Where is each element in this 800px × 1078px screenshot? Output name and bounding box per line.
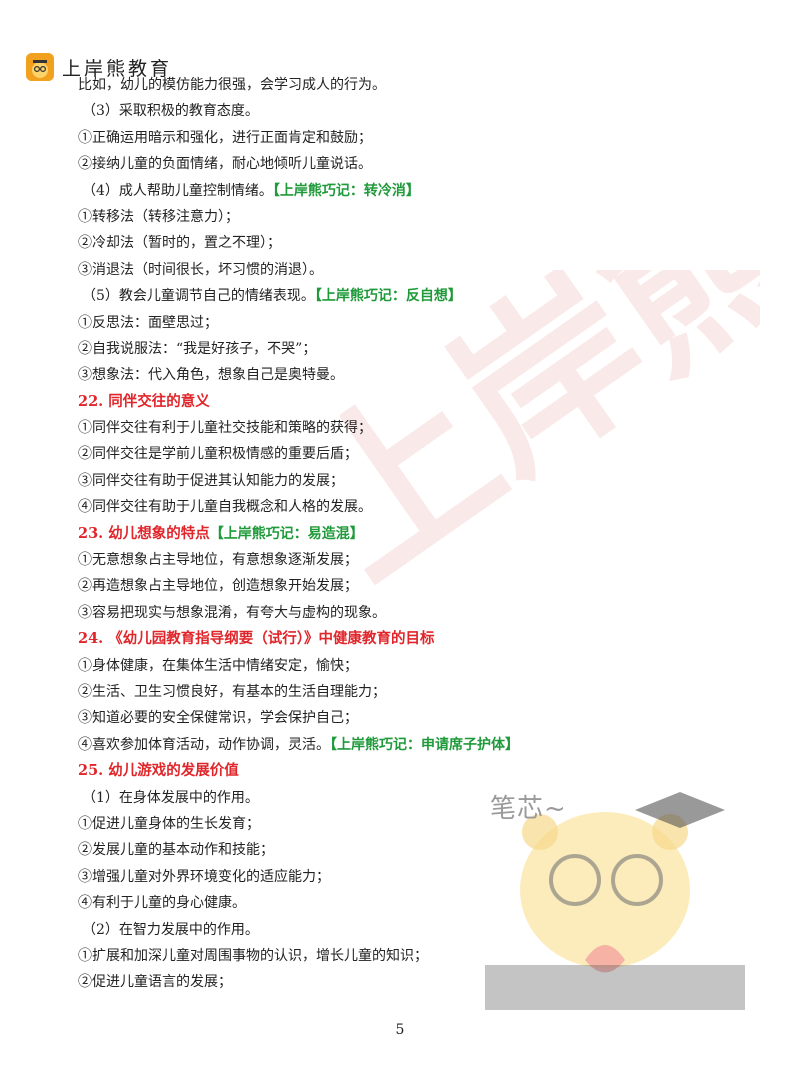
heading-text: 25. 幼儿游戏的发展价值	[78, 762, 239, 780]
line-text: ③消退法（时间很长，坏习惯的消退）。	[78, 261, 323, 278]
heading-text: 23. 幼儿想象的特点	[78, 524, 210, 542]
text-line: ②自我说服法：“我是好孩子，不哭”；	[78, 336, 738, 362]
text-line: ②促进儿童语言的发展；	[78, 969, 738, 995]
line-text: ②同伴交往是学前儿童积极情感的重要后盾；	[78, 446, 358, 463]
line-text: ②接纳儿童的负面情绪，耐心地倾听儿童说话。	[78, 156, 372, 173]
text-line: （4）成人帮助儿童控制情绪。【上岸熊巧记：转冷消】	[78, 178, 738, 204]
text-line: （5）教会儿童调节自己的情绪表现。【上岸熊巧记：反自想】	[78, 283, 738, 309]
text-line: ①正确运用暗示和强化，进行正面肯定和鼓励；	[78, 125, 738, 151]
line-text: ③容易把现实与想象混淆，有夸大与虚构的现象。	[78, 604, 386, 621]
text-line: ②生活、卫生习惯良好，有基本的生活自理能力；	[78, 679, 738, 705]
line-text: （1）在身体发展中的作用。	[82, 789, 259, 806]
text-line: ②同伴交往是学前儿童积极情感的重要后盾；	[78, 441, 738, 467]
line-text: ④有利于儿童的身心健康。	[78, 895, 246, 912]
heading-text: 24. 《幼儿园教育指导纲要（试行）》中健康教育的目标	[78, 630, 435, 648]
text-line: （1）在身体发展中的作用。	[78, 785, 738, 811]
document-body: 比如，幼儿的模仿能力很强，会学习成人的行为。 （3）采取积极的教育态度。 ①正确运用…	[78, 72, 738, 996]
text-line: ①反思法：面壁思过；	[78, 310, 738, 336]
text-line: ④有利于儿童的身心健康。	[78, 890, 738, 916]
text-line: ①转移法（转移注意力）；	[78, 204, 738, 230]
bear-logo-icon	[26, 53, 54, 81]
section-heading: 24. 《幼儿园教育指导纲要（试行）》中健康教育的目标	[78, 626, 738, 652]
text-line: ③容易把现实与想象混淆，有夸大与虚构的现象。	[78, 600, 738, 626]
line-text: ①无意想象占主导地位，有意想象逐渐发展；	[78, 552, 358, 569]
text-line: ③增强儿童对外界环境变化的适应能力；	[78, 864, 738, 890]
line-text: ②促进儿童语言的发展；	[78, 974, 232, 991]
line-text: ①身体健康，在集体生活中情绪安定，愉快；	[78, 657, 358, 674]
text-line: ④喜欢参加体育活动，动作协调，灵活。【上岸熊巧记：申请席子护体】	[78, 732, 738, 758]
text-line: ③同伴交往有助于促进其认知能力的发展；	[78, 468, 738, 494]
text-line: ③知道必要的安全保健常识，学会保护自己；	[78, 705, 738, 731]
brand-name: 上岸熊教育	[62, 57, 173, 80]
text-line: ②再造想象占主导地位，创造想象开始发展；	[78, 573, 738, 599]
line-text: （4）成人帮助儿童控制情绪。	[82, 182, 273, 199]
line-text: ①正确运用暗示和强化，进行正面肯定和鼓励；	[78, 129, 372, 146]
mascot-caption: 笔芯~	[490, 794, 567, 824]
heading-text: 22. 同伴交往的意义	[78, 392, 210, 410]
line-text: ①促进儿童身体的生长发育；	[78, 815, 260, 832]
text-line: ③消退法（时间很长，坏习惯的消退）。	[78, 257, 738, 283]
memory-tip: 【上岸熊巧记：转冷消】	[272, 182, 420, 199]
line-text: ②生活、卫生习惯良好，有基本的生活自理能力；	[78, 683, 386, 700]
section-heading: 23. 幼儿想象的特点【上岸熊巧记：易造混】	[78, 521, 738, 547]
text-line: ④同伴交往有助于儿童自我概念和人格的发展。	[78, 494, 738, 520]
section-heading: 25. 幼儿游戏的发展价值	[78, 758, 738, 784]
text-line: 比如，幼儿的模仿能力很强，会学习成人的行为。	[78, 72, 738, 98]
line-text: ④同伴交往有助于儿童自我概念和人格的发展。	[78, 499, 372, 516]
line-text: ①同伴交往有利于儿童社交技能和策略的获得；	[78, 420, 372, 437]
bear-mascot-icon	[485, 792, 745, 1010]
line-text: ③同伴交往有助于促进其认知能力的发展；	[78, 472, 344, 489]
line-text: （2）在智力发展中的作用。	[82, 921, 259, 938]
brand-logo: 上岸熊教育	[26, 52, 172, 82]
memory-tip: 【上岸熊巧记：易造混】	[209, 525, 364, 542]
memory-tip: 【上岸熊巧记：申请席子护体】	[330, 736, 519, 753]
text-line: ①促进儿童身体的生长发育；	[78, 811, 738, 837]
line-text: 比如，幼儿的模仿能力很强，会学习成人的行为。	[78, 77, 386, 93]
text-line: ①同伴交往有利于儿童社交技能和策略的获得；	[78, 415, 738, 441]
line-text: ③想象法：代入角色，想象自己是奥特曼。	[78, 367, 344, 384]
line-text: （3）采取积极的教育态度。	[82, 103, 259, 120]
text-line: ①身体健康，在集体生活中情绪安定，愉快；	[78, 653, 738, 679]
text-line: ②发展儿童的基本动作和技能；	[78, 837, 738, 863]
text-line: ①无意想象占主导地位，有意想象逐渐发展；	[78, 547, 738, 573]
text-line: （3）采取积极的教育态度。	[78, 98, 738, 124]
text-line: ③想象法：代入角色，想象自己是奥特曼。	[78, 362, 738, 388]
line-text: ②冷却法（暂时的，置之不理）；	[78, 235, 281, 252]
line-text: （5）教会儿童调节自己的情绪表现。	[82, 288, 315, 305]
line-text: ②自我说服法：“我是好孩子，不哭”；	[78, 340, 317, 357]
text-line: ②冷却法（暂时的，置之不理）；	[78, 230, 738, 256]
line-text: ③增强儿童对外界环境变化的适应能力；	[78, 868, 330, 885]
line-text: ①转移法（转移注意力）；	[78, 208, 239, 225]
line-text: ①扩展和加深儿童对周围事物的认识，增长儿童的知识；	[78, 947, 428, 964]
section-heading: 22. 同伴交往的意义	[78, 389, 738, 415]
page-number: 5	[395, 1022, 405, 1038]
line-text: ③知道必要的安全保健常识，学会保护自己；	[78, 710, 358, 727]
line-text: ②再造想象占主导地位，创造想象开始发展；	[78, 578, 358, 595]
line-text: ①反思法：面壁思过；	[78, 314, 218, 331]
line-text: ②发展儿童的基本动作和技能；	[78, 842, 274, 859]
text-line: （2）在智力发展中的作用。	[78, 917, 738, 943]
text-line: ①扩展和加深儿童对周围事物的认识，增长儿童的知识；	[78, 943, 738, 969]
line-text: ④喜欢参加体育活动，动作协调，灵活。	[78, 736, 330, 753]
text-line: ②接纳儿童的负面情绪，耐心地倾听儿童说话。	[78, 151, 738, 177]
memory-tip: 【上岸熊巧记：反自想】	[314, 288, 462, 305]
